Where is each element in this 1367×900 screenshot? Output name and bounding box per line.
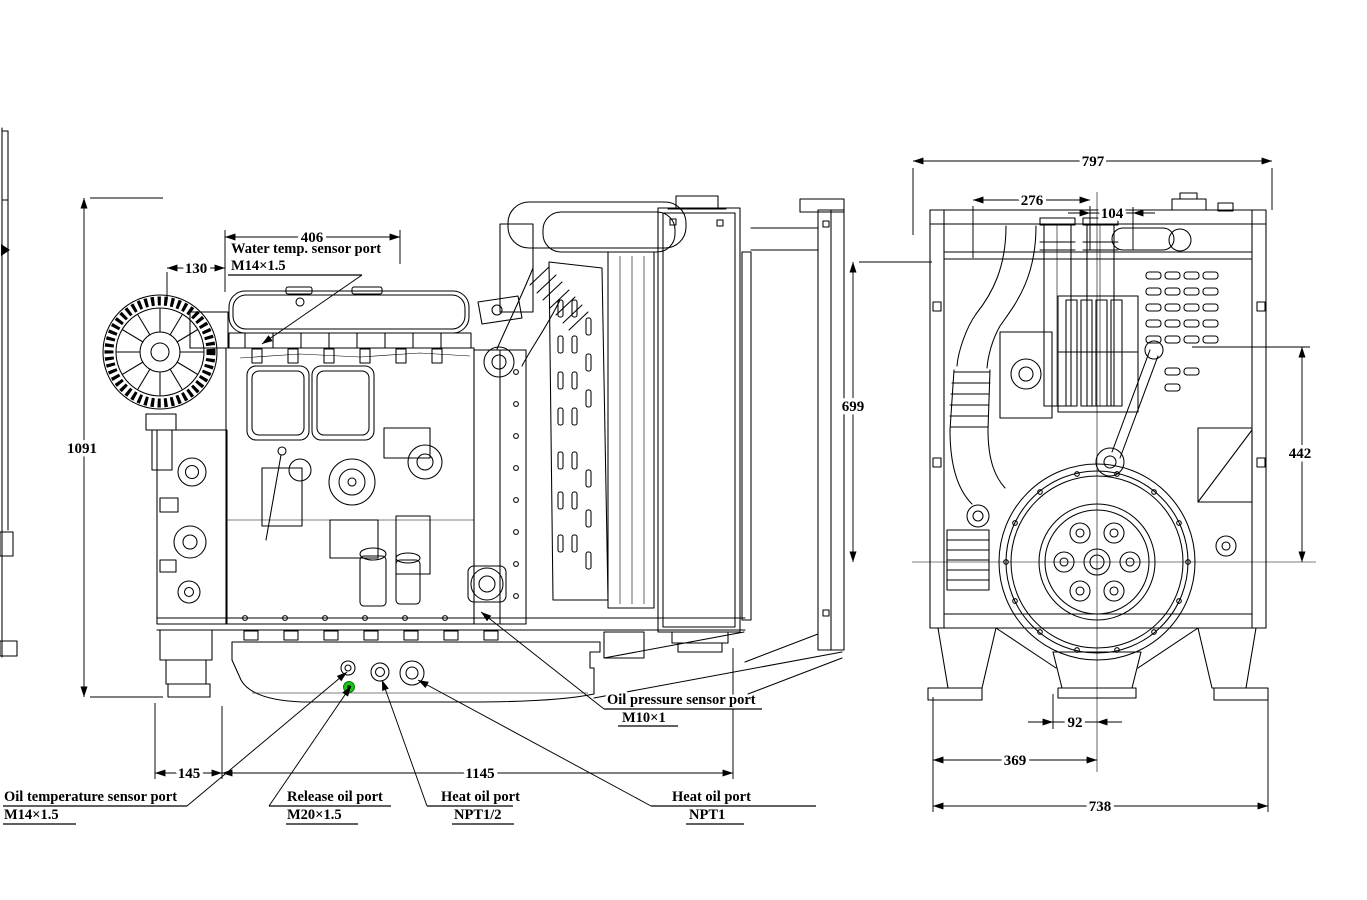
valve-cover bbox=[228, 286, 472, 349]
dimension-92: 92 bbox=[1028, 694, 1122, 735]
rear-frame bbox=[929, 209, 1267, 629]
right-foot-pad bbox=[1213, 687, 1269, 701]
dim-276-value: 276 bbox=[1021, 193, 1044, 209]
rear-view: 797 276 104 699 bbox=[838, 151, 1316, 819]
oil-temp-port bbox=[340, 660, 356, 676]
rear-pipes bbox=[946, 217, 1192, 591]
dimension-130: 130 bbox=[166, 258, 226, 302]
heat-oil-npt12-line1: Heat oil port bbox=[441, 789, 520, 805]
flywheel bbox=[998, 463, 1196, 661]
water-temp-line1: Water temp. sensor port bbox=[231, 241, 381, 257]
fan-shroud bbox=[548, 261, 609, 601]
intake-ducts bbox=[483, 201, 687, 378]
oil-pan bbox=[231, 641, 601, 703]
dimension-104: 104 bbox=[1068, 203, 1155, 250]
dim-104-value: 104 bbox=[1101, 206, 1124, 222]
oil-temp-line1: Oil temperature sensor port bbox=[4, 789, 177, 805]
edge-partial-view bbox=[0, 127, 18, 658]
dimension-442: 442 bbox=[1192, 346, 1315, 563]
side-view: 406 130 1091 145 1145 bbox=[0, 127, 845, 826]
oil-temp-line2: M14×1.5 bbox=[4, 807, 59, 823]
engine-block bbox=[156, 311, 507, 625]
radiator-cap bbox=[675, 195, 719, 210]
radiator bbox=[607, 195, 845, 695]
dimension-1091: 1091 bbox=[64, 197, 163, 698]
rear-base bbox=[927, 627, 1269, 701]
filler-cap bbox=[1171, 198, 1207, 211]
dim-699-value: 699 bbox=[842, 399, 865, 415]
side-labels: Water temp. sensor port M14×1.5 Oil pres… bbox=[2, 239, 816, 826]
dimension-369: 369 bbox=[932, 697, 1098, 812]
partial-arrow bbox=[1, 244, 10, 256]
heat-oil-port-npt1 bbox=[399, 660, 425, 686]
dim-369-value: 369 bbox=[1004, 753, 1027, 769]
dim-145-value: 145 bbox=[178, 766, 201, 782]
heat-oil-npt1-line2: NPT1 bbox=[689, 807, 725, 823]
heat-oil-npt12-line2: NPT1/2 bbox=[454, 807, 502, 823]
heat-oil-port-npt12 bbox=[370, 662, 390, 682]
label-water-temp: Water temp. sensor port M14×1.5 bbox=[228, 239, 384, 345]
dimension-699: 699 bbox=[838, 261, 932, 563]
dim-406-value: 406 bbox=[301, 230, 324, 246]
rear-top-fittings bbox=[1165, 192, 1234, 212]
dim-130-value: 130 bbox=[185, 261, 208, 277]
cooling-fan bbox=[102, 294, 218, 471]
dim-92-value: 92 bbox=[1068, 715, 1083, 731]
dim-1091-value: 1091 bbox=[67, 441, 97, 457]
release-oil-line2: M20×1.5 bbox=[287, 807, 342, 823]
side-dimensions: 406 130 1091 145 1145 bbox=[64, 197, 734, 786]
base-and-oil-pan bbox=[156, 617, 843, 703]
dimension-797: 797 bbox=[912, 151, 1273, 235]
dimension-1145: 1145 bbox=[221, 648, 734, 786]
heat-oil-npt1-line1: Heat oil port bbox=[672, 789, 751, 805]
dimension-406: 406 bbox=[224, 227, 401, 292]
label-heat-oil-npt1: Heat oil port NPT1 bbox=[417, 679, 816, 826]
oil-pressure-line2: M10×1 bbox=[622, 710, 666, 726]
flywheel-housing bbox=[473, 295, 527, 625]
release-oil-line1: Release oil port bbox=[287, 789, 383, 805]
left-foot-pad bbox=[927, 687, 983, 701]
dimension-145: 145 bbox=[154, 703, 223, 786]
label-heat-oil-npt12: Heat oil port NPT1/2 bbox=[381, 679, 523, 826]
label-oil-temp: Oil temperature sensor port M14×1.5 bbox=[2, 671, 348, 826]
dim-1145-value: 1145 bbox=[465, 766, 494, 782]
rear-dimensions: 797 276 104 699 bbox=[838, 151, 1315, 819]
dim-797-value: 797 bbox=[1082, 154, 1105, 170]
label-oil-pressure: Oil pressure sensor port M10×1 bbox=[480, 611, 762, 729]
dim-442-value: 442 bbox=[1289, 446, 1312, 462]
rear-engine-face bbox=[999, 271, 1253, 557]
water-temp-line2: M14×1.5 bbox=[231, 258, 286, 274]
oil-pressure-line1: Oil pressure sensor port bbox=[607, 692, 756, 708]
label-release-oil: Release oil port M20×1.5 bbox=[268, 685, 391, 826]
dim-738-value: 738 bbox=[1089, 799, 1112, 815]
injectors bbox=[239, 348, 471, 364]
dimension-738: 738 bbox=[932, 697, 1269, 819]
